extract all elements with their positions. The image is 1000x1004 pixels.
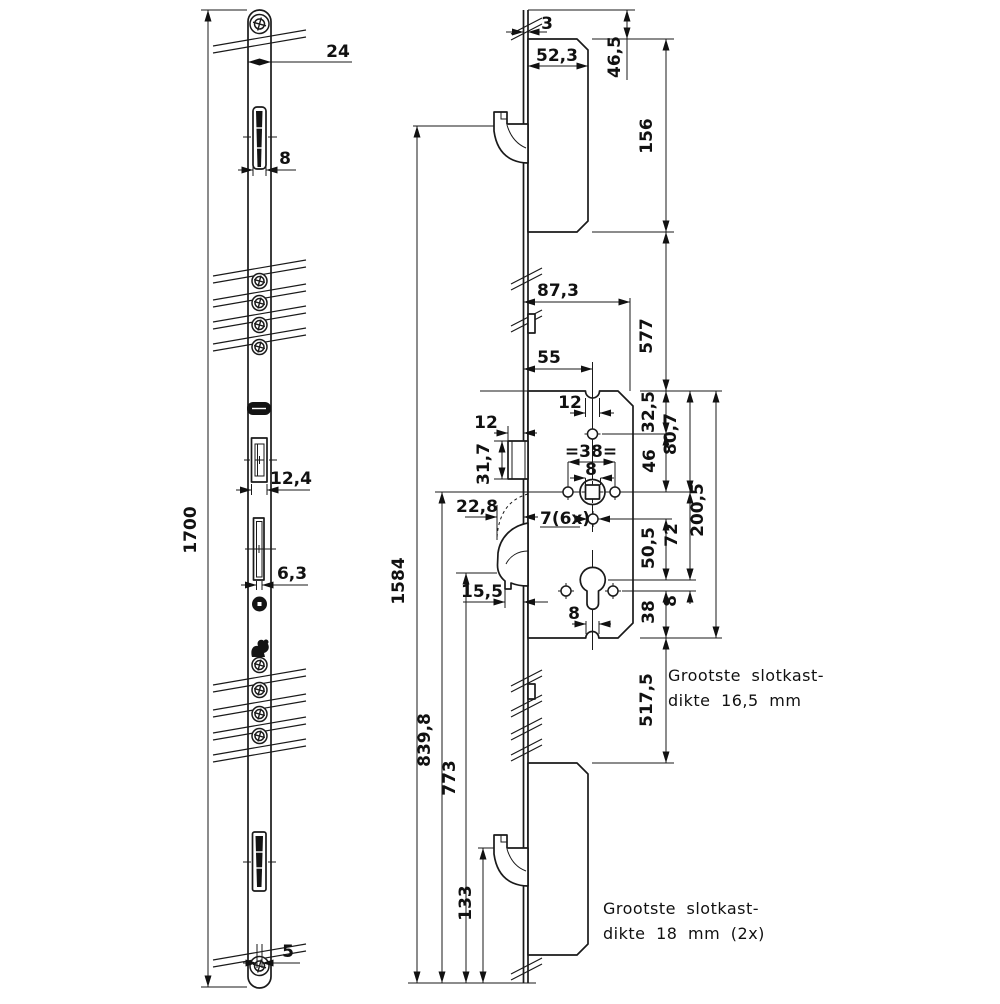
dim-top-case-height: 156: [637, 118, 657, 154]
dim-backset: 55: [537, 348, 561, 368]
note-max-case-18-line2: dikte 18 mm (2x): [603, 924, 765, 943]
note-max-case-18-line1: Grootste slotkast-: [603, 899, 759, 918]
dim-top-notch-width: 12: [558, 393, 582, 413]
dim-latch-height: 31,7: [474, 443, 494, 485]
dim-case-spacing-top: 577: [637, 318, 657, 354]
euro-cylinder-hole: [579, 566, 607, 611]
dim-latch-protrusion: 12: [474, 413, 498, 433]
mushroom-pin: [247, 402, 271, 415]
dim-main-case-height: 200,5: [688, 483, 708, 537]
bottom-hook-bolt: [493, 834, 529, 887]
dim-screw-to-cylinder: 50,5: [639, 527, 659, 569]
spindle-square: [584, 484, 601, 500]
dim-follower-offset: 80,7: [661, 413, 681, 455]
note-max-case-16-line2: dikte 16,5 mm: [668, 691, 801, 710]
keep-slot: [245, 517, 276, 581]
dimensions-side-view: 3 52,3 46,5 156 577 517,5 87,3 55 12: [389, 9, 722, 983]
dim-total-length: 1700: [181, 506, 201, 553]
top-hook-bolt: [493, 111, 529, 164]
dim-plate-thickness: 3: [541, 14, 553, 34]
dim-bottom-notch-width: 8: [568, 604, 580, 624]
case-interior: [435, 362, 696, 650]
lock-side-view: 3 52,3 46,5 156 577 517,5 87,3 55 12: [389, 9, 722, 984]
dim-hook-lower-protrusion: 15,5: [461, 582, 503, 602]
dim-screw-hole-dia: 7(6x): [540, 509, 590, 529]
latch-bolt-side: [507, 440, 529, 480]
plate-element: [527, 683, 536, 700]
dim-bottom-offset: 5: [282, 942, 294, 962]
dim-faceplate-width: 24: [326, 42, 350, 62]
dim-hook-protrusion: 22,8: [456, 497, 498, 517]
dim-top-case-depth: 52,3: [536, 46, 578, 66]
faceplate-front-view: 1700 24 8 12,4 6,3 5: [181, 9, 352, 989]
note-max-case-16-line1: Grootste slotkast-: [668, 666, 824, 685]
dim-cylinder-to-case-bottom: 38: [639, 600, 659, 624]
hook-bolt-side: [496, 493, 529, 590]
main-lock-case: [435, 362, 696, 650]
dim-slot-width: 6,3: [277, 564, 307, 584]
break-marks-side: [510, 17, 543, 981]
top-gearbox: [527, 38, 589, 233]
dim-latch-width: 8: [279, 149, 291, 169]
dimensions-front-view: 1700 24 8 12,4 6,3 5: [181, 9, 352, 988]
bottom-gearbox: [527, 762, 589, 956]
plate-element: [527, 313, 536, 334]
top-latch-bolt: [243, 106, 277, 170]
dim-follower-to-cylinder: 72: [662, 523, 682, 547]
dim-bottom-hook-height: 133: [456, 885, 476, 921]
annotations: Grootste slotkast- dikte 16,5 mm Grootst…: [603, 666, 824, 943]
dim-top-to-screw: 32,5: [639, 391, 659, 433]
dim-hook-to-bottom: 1584: [389, 557, 409, 604]
dim-screw-span: =38=: [565, 442, 617, 462]
dim-roller-width: 12,4: [270, 469, 312, 489]
dim-hook-bottom-height: 773: [440, 760, 460, 796]
dim-follower-height: 839,8: [415, 713, 435, 767]
dim-main-case-depth: 87,3: [537, 281, 579, 301]
dim-spindle-size: 8: [585, 460, 597, 480]
dim-case-spacing-bottom: 517,5: [637, 673, 657, 727]
brand-logo: [251, 639, 269, 657]
roller-cam: [244, 437, 277, 483]
bottom-latch-bolt: [243, 831, 276, 892]
faceplate-outline: [247, 9, 272, 989]
dim-screw-to-follower: 46: [640, 449, 660, 473]
pin-hole: [252, 596, 267, 612]
dim-top-clearance: 46,5: [605, 36, 625, 78]
dim-cylinder-screw-offset: 8: [661, 595, 681, 607]
screw-icon: [249, 13, 270, 35]
